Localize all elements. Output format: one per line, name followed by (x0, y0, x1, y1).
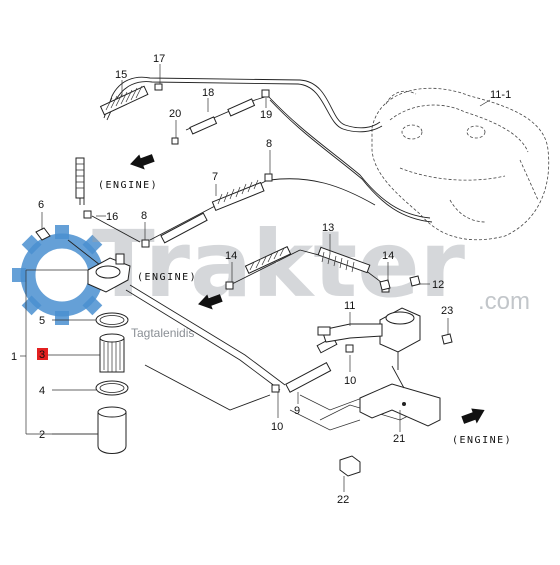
callout-15[interactable]: 15 (115, 69, 127, 81)
engine-label-top: (ENGINE) (98, 180, 158, 191)
engine-arrow-mid-icon (198, 294, 223, 310)
callout-22[interactable]: 22 (337, 494, 349, 506)
engine-arrow-right-icon (461, 408, 485, 424)
gear-ring (20, 233, 104, 317)
callout-3[interactable]: 3 (39, 349, 45, 361)
fuel-pump (317, 307, 421, 370)
callout-12[interactable]: 12 (432, 279, 444, 291)
engine-arrow-top-icon (130, 154, 155, 170)
hose-15 (99, 85, 149, 116)
watermark-domain: .com (478, 288, 530, 315)
hose-9 (285, 336, 338, 393)
callout-14-left[interactable]: 14 (225, 250, 237, 262)
bracket-21 (359, 365, 441, 427)
callout-20[interactable]: 20 (169, 108, 181, 120)
connector-22 (339, 455, 361, 477)
callout-10-left[interactable]: 10 (271, 421, 283, 433)
callout-11-1[interactable]: 11-1 (490, 89, 511, 101)
callout-8-mid[interactable]: 8 (141, 210, 147, 222)
bolts (379, 275, 453, 345)
part-3-highlight (37, 348, 48, 360)
callout-2[interactable]: 2 (39, 429, 45, 441)
filter-stack (95, 312, 129, 454)
gear-tooth (55, 311, 69, 325)
callout-8-top[interactable]: 8 (266, 138, 272, 150)
hose-7 (160, 179, 265, 244)
callout-10-right[interactable]: 10 (344, 375, 356, 387)
fuel-tank (371, 87, 550, 241)
callout-18[interactable]: 18 (202, 87, 214, 99)
watermark-brand: Trakter (92, 211, 466, 318)
hose-left-vertical (75, 157, 85, 199)
callout-16[interactable]: 16 (106, 211, 118, 223)
callout-leaders (20, 64, 491, 492)
callout-numbers: 1 2 3 4 5 6 7 8 8 9 10 10 11 11-1 12 13 … (11, 53, 511, 506)
gear-tooth (55, 225, 69, 239)
callout-4[interactable]: 4 (39, 385, 45, 397)
callout-14-right[interactable]: 14 (382, 250, 394, 262)
callout-19[interactable]: 19 (260, 109, 272, 121)
hose-18 (189, 98, 256, 135)
gear-tooth (12, 268, 26, 282)
filter-head (35, 227, 131, 293)
callout-6[interactable]: 6 (38, 199, 44, 211)
callout-21[interactable]: 21 (393, 433, 405, 445)
watermark-subtitle: Tagtalenidis (131, 326, 194, 340)
hose-14-mid (244, 245, 292, 275)
callout-9[interactable]: 9 (294, 405, 300, 417)
callout-23[interactable]: 23 (441, 305, 453, 317)
callout-17[interactable]: 17 (153, 53, 165, 65)
engine-label-mid: (ENGINE) (137, 272, 197, 283)
callout-1[interactable]: 1 (11, 351, 17, 363)
callout-5[interactable]: 5 (39, 315, 45, 327)
engine-label-right: (ENGINE) (452, 435, 512, 446)
callout-11[interactable]: 11 (344, 300, 355, 312)
callout-7[interactable]: 7 (212, 171, 218, 183)
hose-13 (317, 246, 371, 274)
callout-13[interactable]: 13 (322, 222, 334, 234)
